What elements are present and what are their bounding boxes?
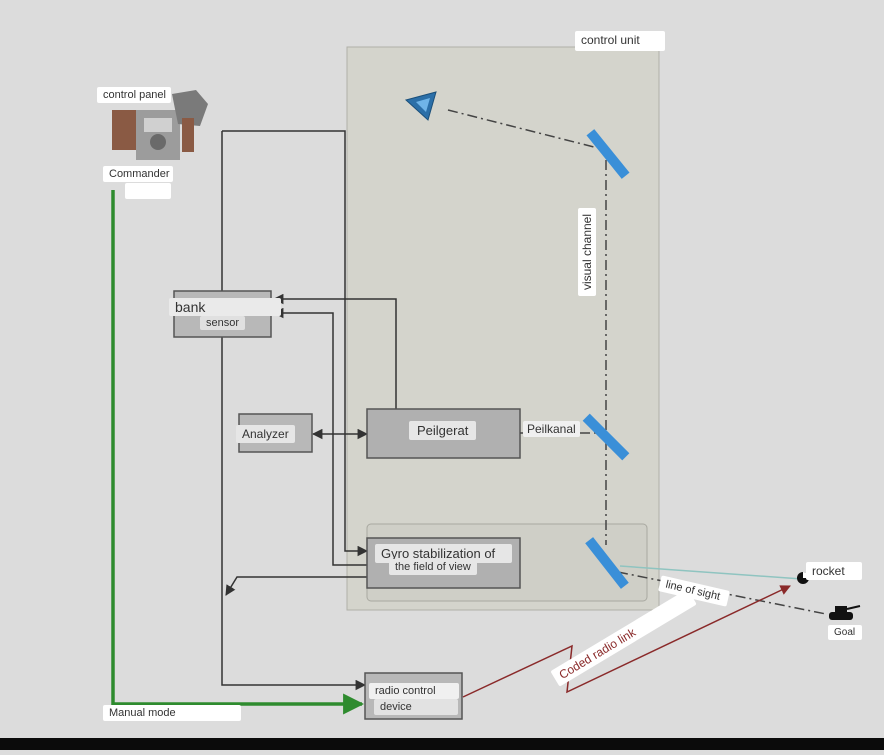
observer-eye-icon — [404, 91, 437, 121]
connector-lines — [221, 130, 397, 691]
analyzer-label: Analyzer — [236, 425, 295, 443]
rocket-label: rocket — [806, 562, 862, 580]
bank-to-radio-line — [221, 337, 367, 691]
control-unit-label: control unit — [575, 31, 665, 51]
gyro-label-line1: Gyro stabilization of — [375, 544, 512, 563]
rocket-sight-line — [619, 565, 803, 580]
peilkanal-label: Peilkanal — [523, 421, 580, 437]
bottom-black-bar — [0, 738, 884, 750]
control-panel-label: control panel — [97, 87, 171, 103]
line-into-gyro — [344, 524, 369, 557]
peilgerat-to-bank-line — [272, 293, 397, 409]
commander-label-tab — [125, 183, 171, 199]
visual-channel-label: visual channel — [578, 207, 597, 297]
peilgerat-label: Peilgerat — [409, 421, 477, 440]
mirror-bottom — [585, 537, 629, 589]
bank-label: bank — [169, 298, 281, 316]
mirror-middle — [582, 413, 630, 461]
manual-mode-label: Manual mode — [103, 705, 241, 721]
sensor-label: sensor — [200, 316, 246, 330]
commander-label: Commander — [103, 166, 173, 182]
control-unit-region — [346, 46, 660, 611]
panel-to-gyro-line — [222, 130, 346, 524]
radio-control-label-line2: device — [374, 699, 458, 715]
gyro-feedback-line — [225, 576, 367, 596]
manual-mode-path — [111, 190, 365, 715]
radio-control-label-line1: radio control — [369, 683, 459, 699]
goal-tank-icon — [829, 605, 861, 620]
control-panel-device-icon — [112, 90, 208, 160]
gyro-label-line2: the field of view — [389, 559, 477, 575]
goal-label: Goal — [828, 625, 862, 640]
mirror-top — [586, 129, 630, 179]
